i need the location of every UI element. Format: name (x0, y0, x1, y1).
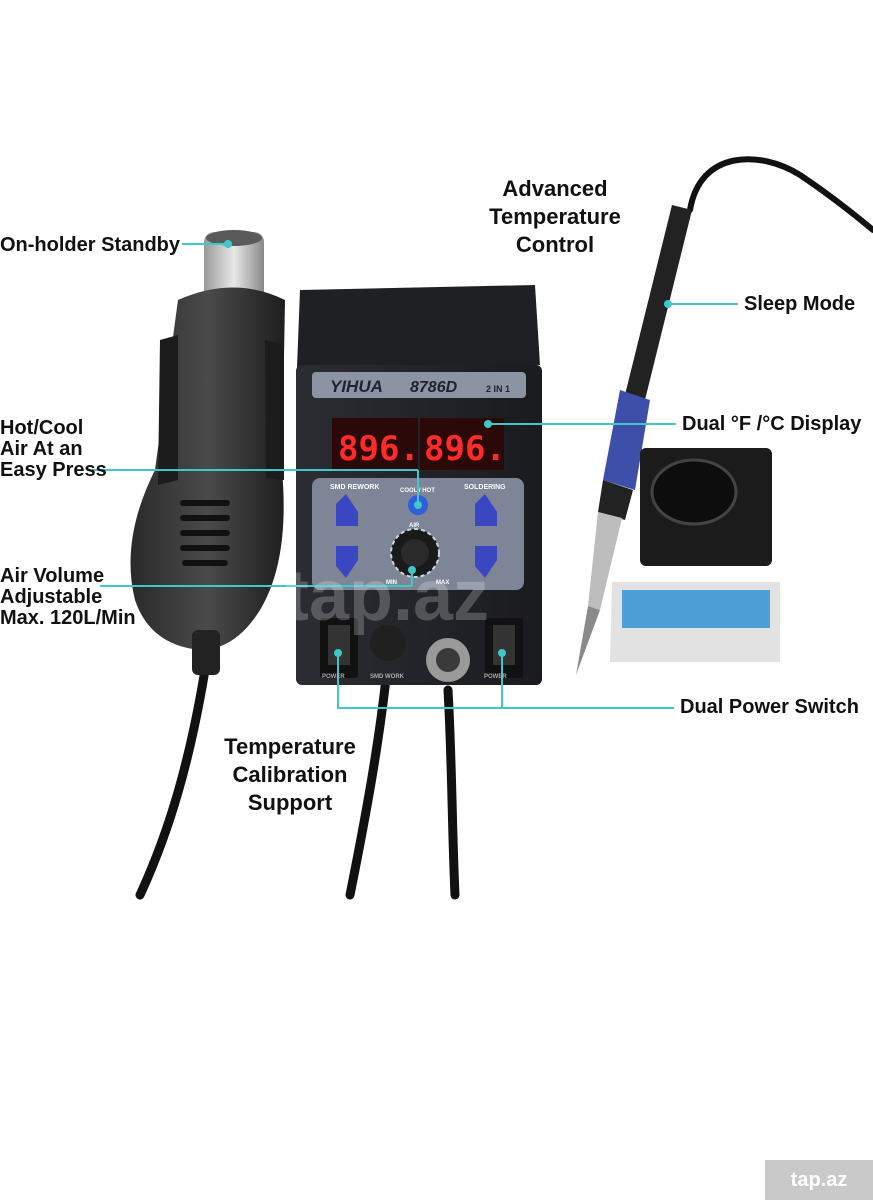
watermark: tap.az (285, 556, 489, 636)
display-right: 896. (424, 429, 506, 469)
power-right-label: POWER (484, 674, 507, 680)
cables (135, 156, 873, 900)
variant-label: 2 IN 1 (486, 384, 510, 394)
callout-standby: On-holder Standby (0, 234, 180, 256)
callout-line: Air At an (0, 438, 83, 460)
callout-dots (224, 240, 672, 657)
callout-hot-cool: Hot/Cool Air At an Easy Press (0, 418, 107, 481)
callout-advanced-temp: Advanced Temperature Control (470, 175, 640, 259)
soldering-iron (576, 205, 692, 675)
cool-hot-label: COOL / HOT (400, 488, 435, 494)
callout-lines (92, 243, 738, 709)
callout-line: Air Volume (0, 565, 105, 587)
callout-line: Advanced (502, 176, 608, 201)
callout-line: Support (247, 790, 333, 815)
callout-sleep-mode: Sleep Mode (744, 293, 856, 315)
callout-line: Temperature (489, 204, 621, 229)
brand-label: YIHUA (330, 377, 383, 396)
callout-line: Easy Press (0, 459, 107, 481)
max-label: MAX (436, 580, 449, 586)
smd-rework-label: SMD REWORK (330, 484, 379, 491)
callout-line: Temperature (224, 734, 356, 759)
power-left-label: POWER (322, 674, 345, 680)
station-body (296, 285, 542, 685)
site-badge[interactable]: tap.az (765, 1160, 873, 1200)
display-left: 896. (338, 429, 420, 469)
min-label: MIN (386, 580, 397, 586)
callout-line: Control (515, 232, 595, 257)
model-label: 8786D (410, 379, 458, 396)
callout-line: Max. 120L/Min (0, 607, 136, 629)
callout-calibration: Temperature Calibration Support (205, 733, 375, 817)
smd-work-label: SMD WORK (370, 674, 405, 680)
callout-dual-power: Dual Power Switch (680, 696, 859, 718)
callout-line: Hot/Cool (0, 417, 84, 439)
air-label: AIR (409, 523, 420, 529)
callout-line: Calibration (232, 762, 348, 787)
iron-stand (610, 448, 780, 662)
soldering-label: SOLDERING (464, 484, 506, 491)
hot-air-gun (130, 230, 285, 675)
callout-air-volume: Air Volume Adjustable Max. 120L/Min (0, 566, 136, 629)
callout-line: Adjustable (0, 586, 103, 608)
callout-dual-display: Dual °F /°C Display (682, 413, 862, 435)
